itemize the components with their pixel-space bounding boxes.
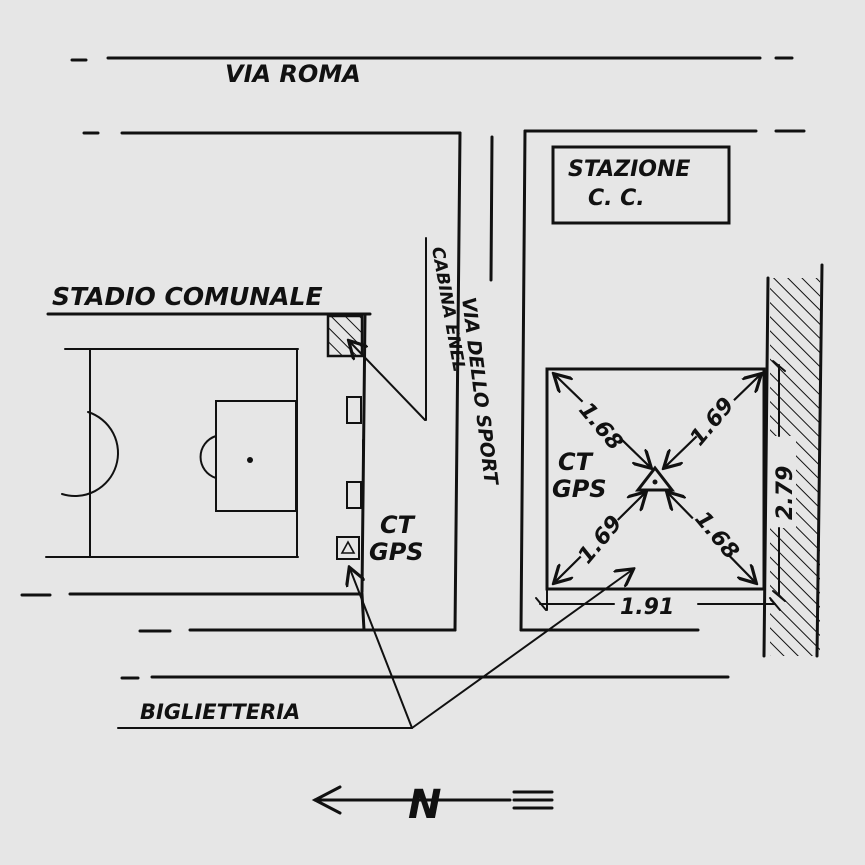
dim-bottom-width: 1.91 (620, 595, 674, 620)
north-arrow-icon (311, 785, 554, 815)
biglietteria-pointer-right (411, 570, 632, 729)
gps-right-label: GPS (552, 475, 607, 503)
gps-site-square (545, 367, 766, 591)
hatched-wall (762, 263, 824, 658)
north-label: N (408, 782, 441, 828)
cabina-pointer (350, 342, 426, 421)
lower-road (120, 628, 730, 680)
via-dello-sport-label: VIA DELLO SPORT (457, 296, 502, 488)
stand-marker (346, 481, 362, 509)
football-field (45, 348, 299, 558)
via-roma-label: VIA ROMA (225, 60, 361, 88)
stand-marker (346, 396, 362, 424)
stadio-label: STADIO COMUNALE (52, 282, 323, 311)
biglietteria-pointer-left (350, 569, 413, 729)
gps-left-label: GPS (369, 538, 424, 566)
biglietteria-label: BIGLIETTERIA (140, 700, 300, 724)
ct-gps-left-label: CT (380, 511, 416, 539)
via-roma-road (70, 56, 806, 135)
gps-marker-left (336, 536, 360, 560)
gps-station-triangle-icon (634, 465, 676, 492)
via-dello-sport-road (453, 129, 527, 632)
ct-gps-right-label: CT (558, 448, 594, 476)
stazione-cc-label: C. C. (588, 186, 645, 211)
stazione-box (551, 145, 731, 225)
stazione-label: STAZIONE (568, 157, 690, 182)
triangle-icon (340, 540, 356, 554)
dim-right-height: 2.79 (773, 466, 798, 520)
